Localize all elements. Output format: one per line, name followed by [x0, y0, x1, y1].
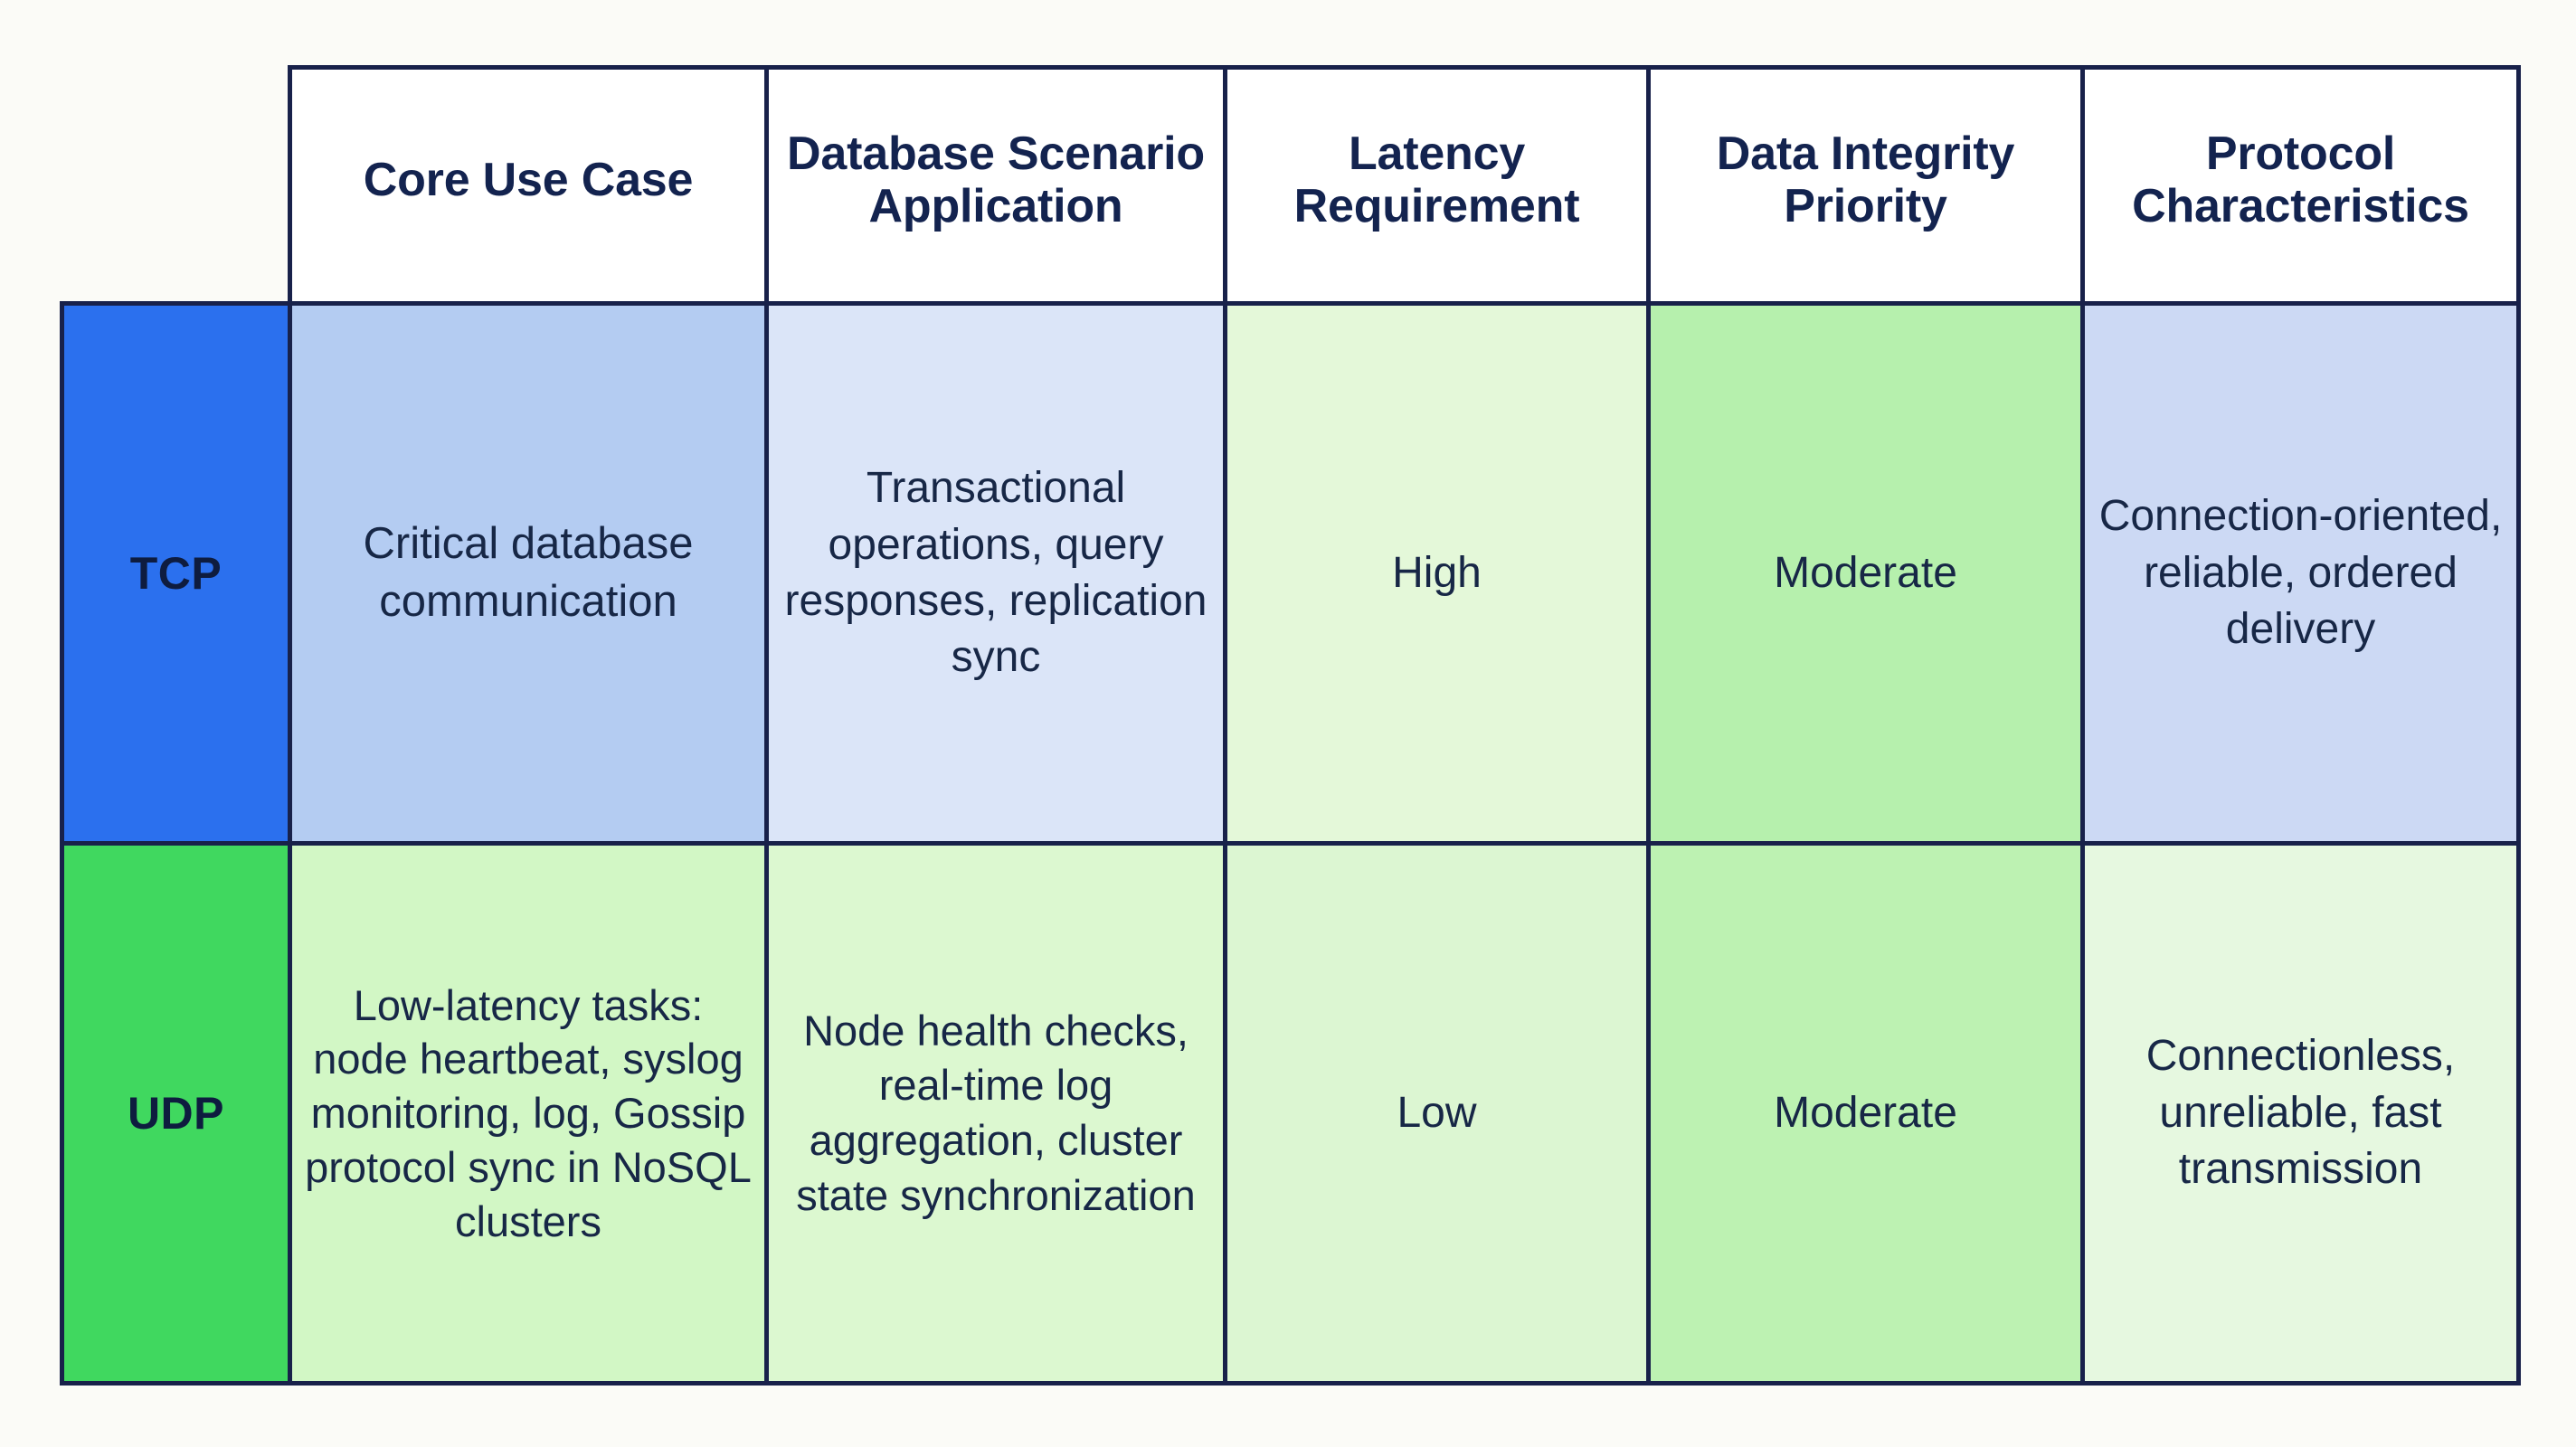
column-header-data-integrity-priority-line2: Priority	[1784, 180, 1947, 232]
cell-udp-protocol-characteristics: Connectionless, unreliable, fast transmi…	[2080, 841, 2521, 1386]
column-header-core-use-case: Core Use Case	[288, 65, 769, 306]
table-row-tcp: TCP Critical database communication Tran…	[60, 301, 2521, 846]
cell-udp-latency-requirement: Low	[1223, 841, 1651, 1386]
cell-udp-core-use-case: Low-latency tasks: node heartbeat, syslo…	[288, 841, 769, 1386]
column-header-latency-requirement-line2: Requirement	[1293, 180, 1580, 232]
column-header-database-scenario-line1: Database Scenario	[787, 127, 1205, 180]
column-header-protocol-characteristics-line1: Protocol	[2205, 127, 2396, 180]
column-header-latency-requirement-line1: Latency	[1348, 127, 1526, 180]
cell-tcp-latency-requirement: High	[1223, 301, 1651, 846]
column-header-protocol-characteristics: Protocol Characteristics	[2080, 65, 2521, 306]
table-body: TCP Critical database communication Tran…	[60, 301, 2521, 1386]
table-header: Core Use Case Database Scenario Applicat…	[62, 65, 2521, 306]
protocol-comparison-table: Core Use Case Database Scenario Applicat…	[60, 65, 2521, 1386]
column-header-data-integrity-priority-line1: Data Integrity	[1716, 127, 2015, 180]
cell-udp-database-scenario: Node health checks, real-time log aggreg…	[764, 841, 1227, 1386]
cell-tcp-database-scenario: Transactional operations, query response…	[764, 301, 1227, 846]
row-label-tcp: TCP	[60, 301, 292, 846]
column-header-database-scenario: Database Scenario Application	[764, 65, 1227, 306]
column-header-latency-requirement: Latency Requirement	[1223, 65, 1651, 306]
column-header-database-scenario-line2: Application	[868, 180, 1123, 232]
column-header-core-use-case-line1: Core Use Case	[363, 153, 694, 206]
column-header-data-integrity-priority: Data Integrity Priority	[1646, 65, 2085, 306]
cell-tcp-data-integrity-priority: Moderate	[1646, 301, 2085, 846]
row-label-udp: UDP	[60, 841, 292, 1386]
cell-udp-data-integrity-priority: Moderate	[1646, 841, 2085, 1386]
column-header-protocol-characteristics-line2: Characteristics	[2132, 180, 2469, 232]
corner-cell	[62, 68, 290, 304]
header-row: Core Use Case Database Scenario Applicat…	[62, 65, 2521, 306]
cell-tcp-protocol-characteristics: Connection-oriented, reliable, ordered d…	[2080, 301, 2521, 846]
table-row-udp: UDP Low-latency tasks: node heartbeat, s…	[60, 841, 2521, 1386]
cell-tcp-core-use-case: Critical database communication	[288, 301, 769, 846]
